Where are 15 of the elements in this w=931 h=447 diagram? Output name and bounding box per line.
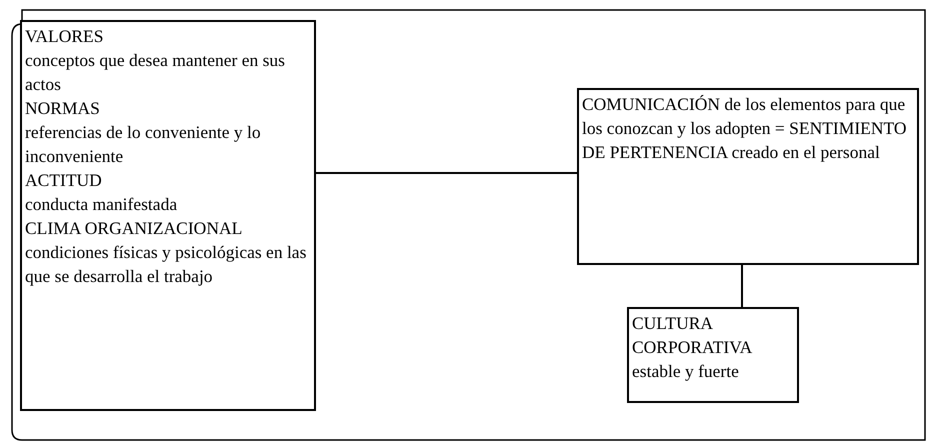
box-text: NORMAS <box>25 97 101 120</box>
box-text: ACTITUD <box>25 169 103 192</box>
box-text: VALORES <box>25 25 104 48</box>
communication-box <box>577 88 919 265</box>
connector-line <box>316 172 577 174</box>
box-text: referencias de lo conveniente y lo inconveniente <box>25 121 262 168</box>
concept-box <box>20 20 316 411</box>
box-text: CLIMA ORGANIZACIONAL <box>25 217 244 240</box>
box-text: estable y fuerte <box>632 360 740 383</box>
box-text: conceptos que desea mantener en sus actos <box>25 49 286 96</box>
box-text: COMUNICACIÓN de los elementos para que los conozcan y los adopten = SENTIMIENTO DE PERTENENCIA creado en el personal <box>582 93 908 164</box>
culture-box <box>627 307 799 403</box>
connector-line <box>741 265 743 307</box>
box-text: condiciones físicas y psicológicas en las que se desarrolla el trabajo <box>25 241 308 288</box>
box-text: conducta manifestada <box>25 193 178 216</box>
